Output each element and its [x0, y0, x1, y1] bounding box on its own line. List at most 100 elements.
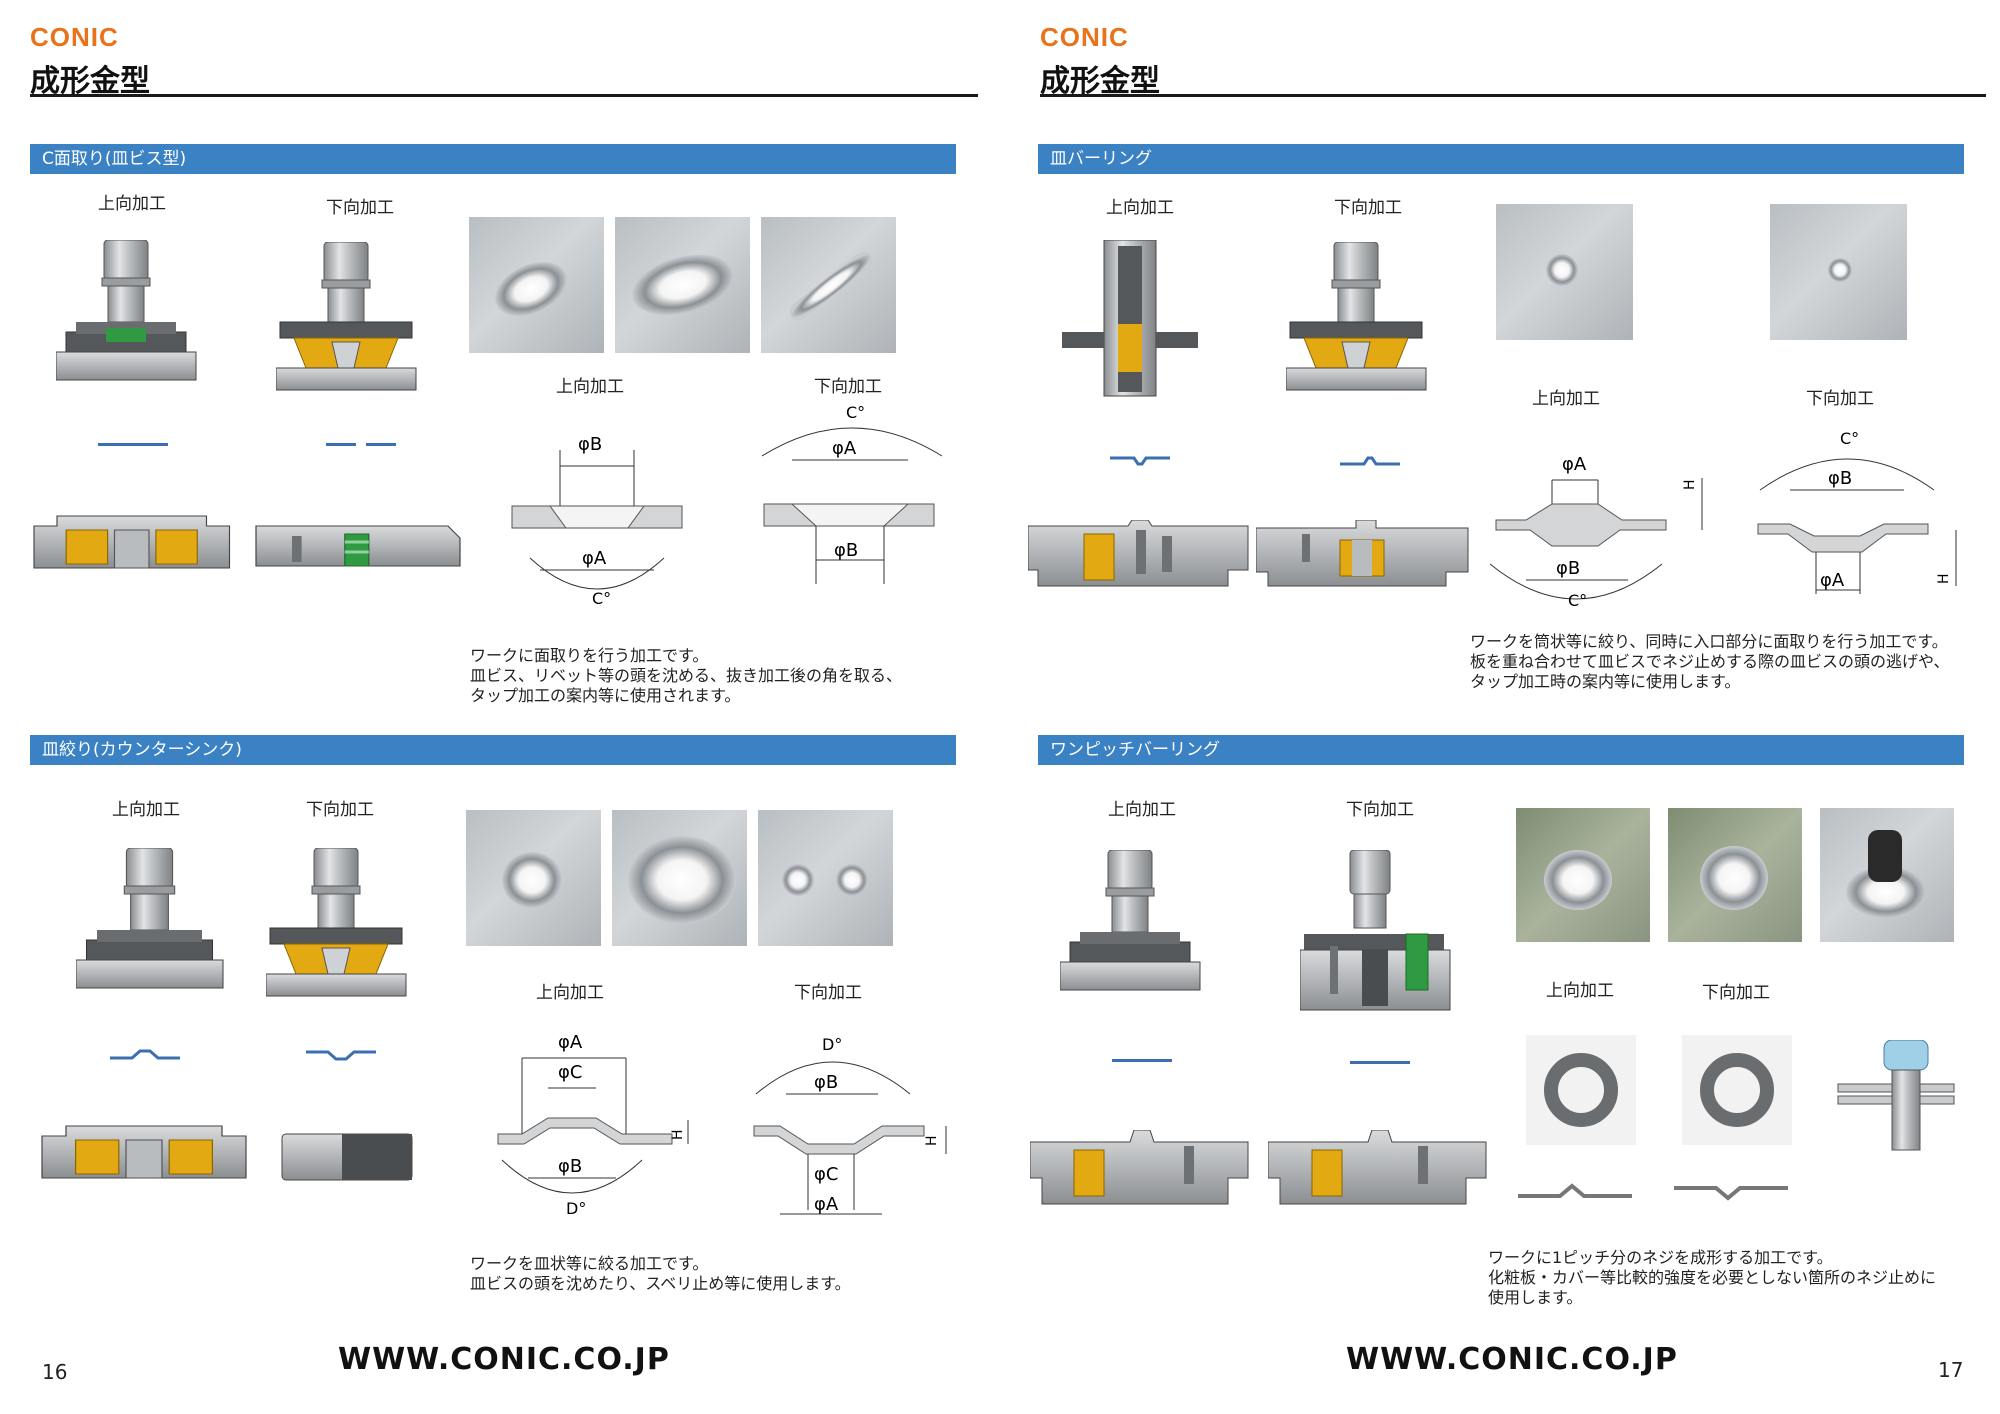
- page-title: 成形金型: [1040, 64, 1160, 99]
- sample-photo-one-pitch-up: [1516, 808, 1650, 942]
- dimension-diagram-up: φA φC H φB D°: [497, 1032, 689, 1218]
- workpiece-profile-down: [306, 1050, 376, 1061]
- tool-label-up: 上向加工: [1106, 198, 1174, 218]
- die-illustration-up: [1030, 1130, 1249, 1205]
- desc-line: ワークを筒状等に絞り、同時に入口部分に面取りを行う加工です。: [1470, 632, 1948, 651]
- tool-label-down: 下向加工: [1334, 198, 1402, 218]
- desc-line: ワークに面取りを行う加工です。: [470, 646, 709, 665]
- dim-phi-a: φA: [1562, 454, 1587, 475]
- dim-phi-a: φA: [1820, 570, 1845, 591]
- section-header-dish-burring: 皿バーリング: [1038, 144, 1964, 174]
- dim-phi-b: φB: [1828, 468, 1852, 489]
- tool-illustration-up: [1062, 240, 1198, 397]
- workpiece-profile-up: [1112, 1059, 1172, 1062]
- workpiece-profile-up: [98, 443, 168, 446]
- tool-illustration-up: [76, 848, 224, 989]
- dim-phi-b: φB: [558, 1156, 582, 1177]
- die-illustration-up: [33, 515, 231, 569]
- dim-height-h: H: [1682, 479, 1698, 490]
- dim-angle-d: D°: [822, 1035, 842, 1054]
- sample-photo-countersink-dome: [612, 810, 747, 946]
- workpiece-profile-down: [326, 443, 396, 446]
- dimension-diagram-up: φA H φB C°: [1490, 454, 1703, 610]
- website-url[interactable]: WWW.CONIC.CO.JP: [338, 1342, 670, 1377]
- tool-label-down: 下向加工: [326, 198, 394, 218]
- diagram-label-up: 上向加工: [1532, 389, 1600, 409]
- sample-photo-burring-down: [1770, 204, 1907, 340]
- dim-phi-a: φA: [832, 438, 857, 459]
- desc-line: 皿ビスの頭を沈めたり、スベリ止め等に使用します。: [470, 1274, 851, 1293]
- dim-height-h: H: [924, 1135, 940, 1146]
- dimension-diagram-down: C° φB φA H: [1757, 429, 1957, 594]
- workpiece-profile-up: [110, 1049, 180, 1060]
- diagram-label-up: 上向加工: [536, 983, 604, 1003]
- tool-label-up: 上向加工: [112, 800, 180, 820]
- sample-photo-slot-chamfer: [761, 217, 896, 353]
- workpiece-profile-down: [1340, 456, 1400, 466]
- diagram-label-down: 下向加工: [814, 377, 882, 397]
- section-description-dish-burring: ワークを筒状等に絞り、同時に入口部分に面取りを行う加工です。 板を重ね合わせて皿…: [1470, 632, 1950, 692]
- brand-logo: CONIC: [1040, 22, 1129, 52]
- tool-illustration-up: [56, 240, 197, 381]
- desc-line: 板を重ね合わせて皿ビスでネジ止めする際の皿ビスの頭の逃げや、: [1470, 652, 1950, 671]
- dim-phi-a: φA: [558, 1032, 583, 1053]
- diagram-label-up: 上向加工: [1546, 981, 1614, 1001]
- diagram-label-down: 下向加工: [1702, 983, 1770, 1003]
- desc-line: 化粧板・カバー等比較的強度を必要としない箇所のネジ止めに: [1488, 1268, 1937, 1287]
- desc-line: 皿ビス、リベット等の頭を沈める、抜き加工後の角を取る、: [470, 666, 903, 685]
- desc-line: ワークを皿状等に絞る加工です。: [470, 1254, 709, 1273]
- dim-angle-d: D°: [566, 1199, 586, 1218]
- diagram-label-down: 下向加工: [1806, 389, 1874, 409]
- section-description-one-pitch-burring: ワークに1ピッチ分のネジを成形する加工です。 化粧板・カバー等比較的強度を必要と…: [1488, 1248, 1936, 1308]
- sample-photo-oval-chamfer: [615, 217, 750, 353]
- section-description-countersink: ワークを皿状等に絞る加工です。 皿ビスの頭を沈めたり、スベリ止め等に使用します。: [470, 1254, 851, 1294]
- website-url[interactable]: WWW.CONIC.CO.JP: [1346, 1342, 1678, 1377]
- sample-photo-burring-up: [1496, 204, 1633, 340]
- sample-photo-thread-up-top: [1526, 1035, 1636, 1145]
- brand-logo: CONIC: [30, 22, 119, 52]
- sample-photo-screw-fastened: [1820, 808, 1954, 942]
- desc-line: 使用します。: [1488, 1288, 1583, 1307]
- tool-illustration-down: [266, 848, 407, 997]
- tool-illustration-down: [1300, 850, 1451, 1011]
- diagram-label-down: 下向加工: [794, 983, 862, 1003]
- dim-angle-c: C°: [1568, 591, 1587, 610]
- dim-phi-b: φB: [1556, 558, 1580, 579]
- dim-angle-c: C°: [1840, 429, 1859, 448]
- desc-line: ワークに1ピッチ分のネジを成形する加工です。: [1488, 1248, 1833, 1267]
- tool-label-up: 上向加工: [98, 194, 166, 214]
- dim-phi-c: φC: [558, 1062, 582, 1083]
- thread-profile-down: [1674, 1186, 1788, 1201]
- tool-illustration-down: [276, 242, 417, 391]
- title-rule: [30, 94, 978, 97]
- page-title: 成形金型: [30, 64, 150, 99]
- workpiece-profile-up: [1110, 456, 1170, 466]
- dim-height-h: H: [670, 1129, 686, 1140]
- tool-illustration-down: [1286, 242, 1427, 391]
- workpiece-profile-down: [1350, 1061, 1410, 1064]
- dimension-diagram-up: φB φA C°: [511, 434, 683, 608]
- die-illustration-down: [254, 524, 462, 568]
- dim-phi-c: φC: [814, 1164, 838, 1185]
- thread-profile-up: [1518, 1183, 1632, 1198]
- dim-angle-c: C°: [592, 589, 611, 608]
- sample-photo-countersink-pair: [758, 810, 893, 946]
- sample-photo-countersink-up: [466, 810, 601, 946]
- sample-photo-thread-down-top: [1682, 1035, 1792, 1145]
- section-header-c-chamfer: C面取り(皿ビス型): [30, 144, 956, 174]
- section-description-c-chamfer: ワークに面取りを行う加工です。 皿ビス、リベット等の頭を沈める、抜き加工後の角を…: [470, 646, 902, 706]
- dimension-diagram-down: D° φB H φC φA: [753, 1035, 947, 1215]
- die-illustration-down: [281, 1133, 413, 1181]
- screw-assembly-illustration: [1837, 1040, 1955, 1151]
- diagram-label-up: 上向加工: [556, 377, 624, 397]
- sample-photo-countersunk-hole: [469, 217, 604, 353]
- sample-photo-one-pitch-down: [1668, 808, 1802, 942]
- dim-phi-b: φB: [814, 1072, 838, 1093]
- dim-height-h: H: [1936, 573, 1952, 584]
- dimension-diagram-down: C° φA φB: [761, 403, 943, 584]
- tool-illustration-up: [1060, 850, 1201, 991]
- die-illustration-up: [1028, 520, 1249, 587]
- dim-phi-b: φB: [578, 434, 602, 455]
- title-rule: [1040, 94, 1986, 97]
- tool-label-down: 下向加工: [306, 800, 374, 820]
